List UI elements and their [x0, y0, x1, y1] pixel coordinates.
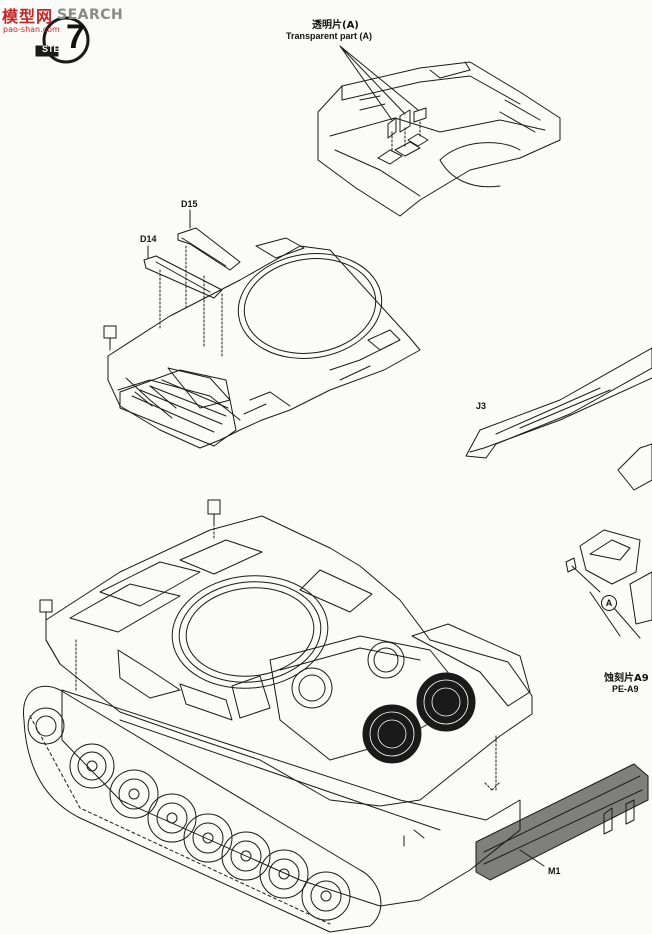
watermark-url: pao-shan.com — [3, 25, 60, 34]
callout-d14: D14 — [140, 234, 157, 244]
callout-j3: J3 — [476, 401, 487, 411]
main-hull — [23, 499, 649, 933]
callout-pe-en: PE-A9 — [612, 684, 639, 694]
callout-m1: M1 — [548, 866, 561, 876]
watermark-brand: SEARCH — [57, 7, 124, 23]
callout-pe-cn: 蚀刻片A9 — [604, 673, 649, 684]
inset-rear-deck — [103, 209, 421, 449]
inset-transparent-parts — [317, 45, 561, 217]
callout-transparent-cn: 透明片(A) — [312, 20, 359, 31]
part-j3 — [465, 347, 652, 491]
callout-transparent-en: Transparent part (A) — [286, 31, 373, 41]
callout-d15: D15 — [181, 199, 198, 209]
marker-a: A — [601, 595, 617, 611]
site-watermark: 模型网 SEARCH — [2, 4, 123, 26]
step-label: STEP — [42, 44, 66, 54]
watermark-logo: 模型网 — [2, 7, 54, 26]
detail-pe-a9 — [565, 529, 652, 639]
road-wheels — [27, 707, 351, 921]
step-badge-icon — [35, 16, 90, 64]
step-number: 7 — [66, 18, 85, 56]
